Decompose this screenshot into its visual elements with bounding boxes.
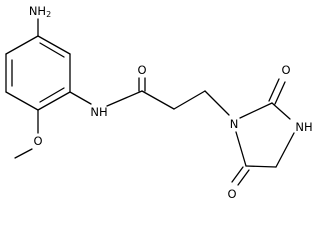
nh-carbonyl-bond — [106, 90, 143, 107]
aryl-nh-bond — [69, 91, 92, 105]
ring-bond — [5, 35, 39, 55]
chemical-structure-diagram: NH2 O NH O N NH O O — [5, 4, 313, 201]
ring-bond — [37, 35, 71, 55]
ring5-bond — [275, 132, 295, 168]
ring-carbonyl-double-bond — [237, 169, 250, 186]
ring-carbonyl-oxygen-bottom-label: O — [227, 187, 236, 201]
ring-nitrogen-label: N — [230, 117, 239, 131]
methoxy-oxygen-label: O — [33, 134, 42, 148]
amide-oxygen-label: O — [137, 63, 146, 77]
ring-bond — [37, 91, 71, 111]
ring-double-bond — [39, 42, 65, 58]
ring-carbonyl-double-bond — [231, 166, 244, 183]
chain-bond — [141, 90, 175, 110]
methyl-bond — [14, 148, 33, 159]
ring5-bond — [271, 102, 291, 120]
amide-nh-label: NH — [90, 105, 107, 119]
ring5-bond — [235, 131, 247, 167]
benzene-ring — [5, 35, 71, 111]
chain-bond — [204, 90, 230, 116]
ring-nh-label: NH — [295, 120, 312, 134]
ring5-bond — [239, 102, 273, 119]
ring-carbonyl-oxygen-top-label: O — [281, 63, 290, 77]
ring-bond — [5, 91, 39, 111]
amine-label: NH2 — [29, 4, 51, 19]
ring-double-bond — [39, 87, 65, 103]
ring-carbonyl-double-bond — [268, 78, 280, 102]
ring-carbonyl-double-bond — [274, 81, 286, 105]
chain-bond — [173, 90, 206, 110]
ring5-bond — [245, 165, 277, 168]
